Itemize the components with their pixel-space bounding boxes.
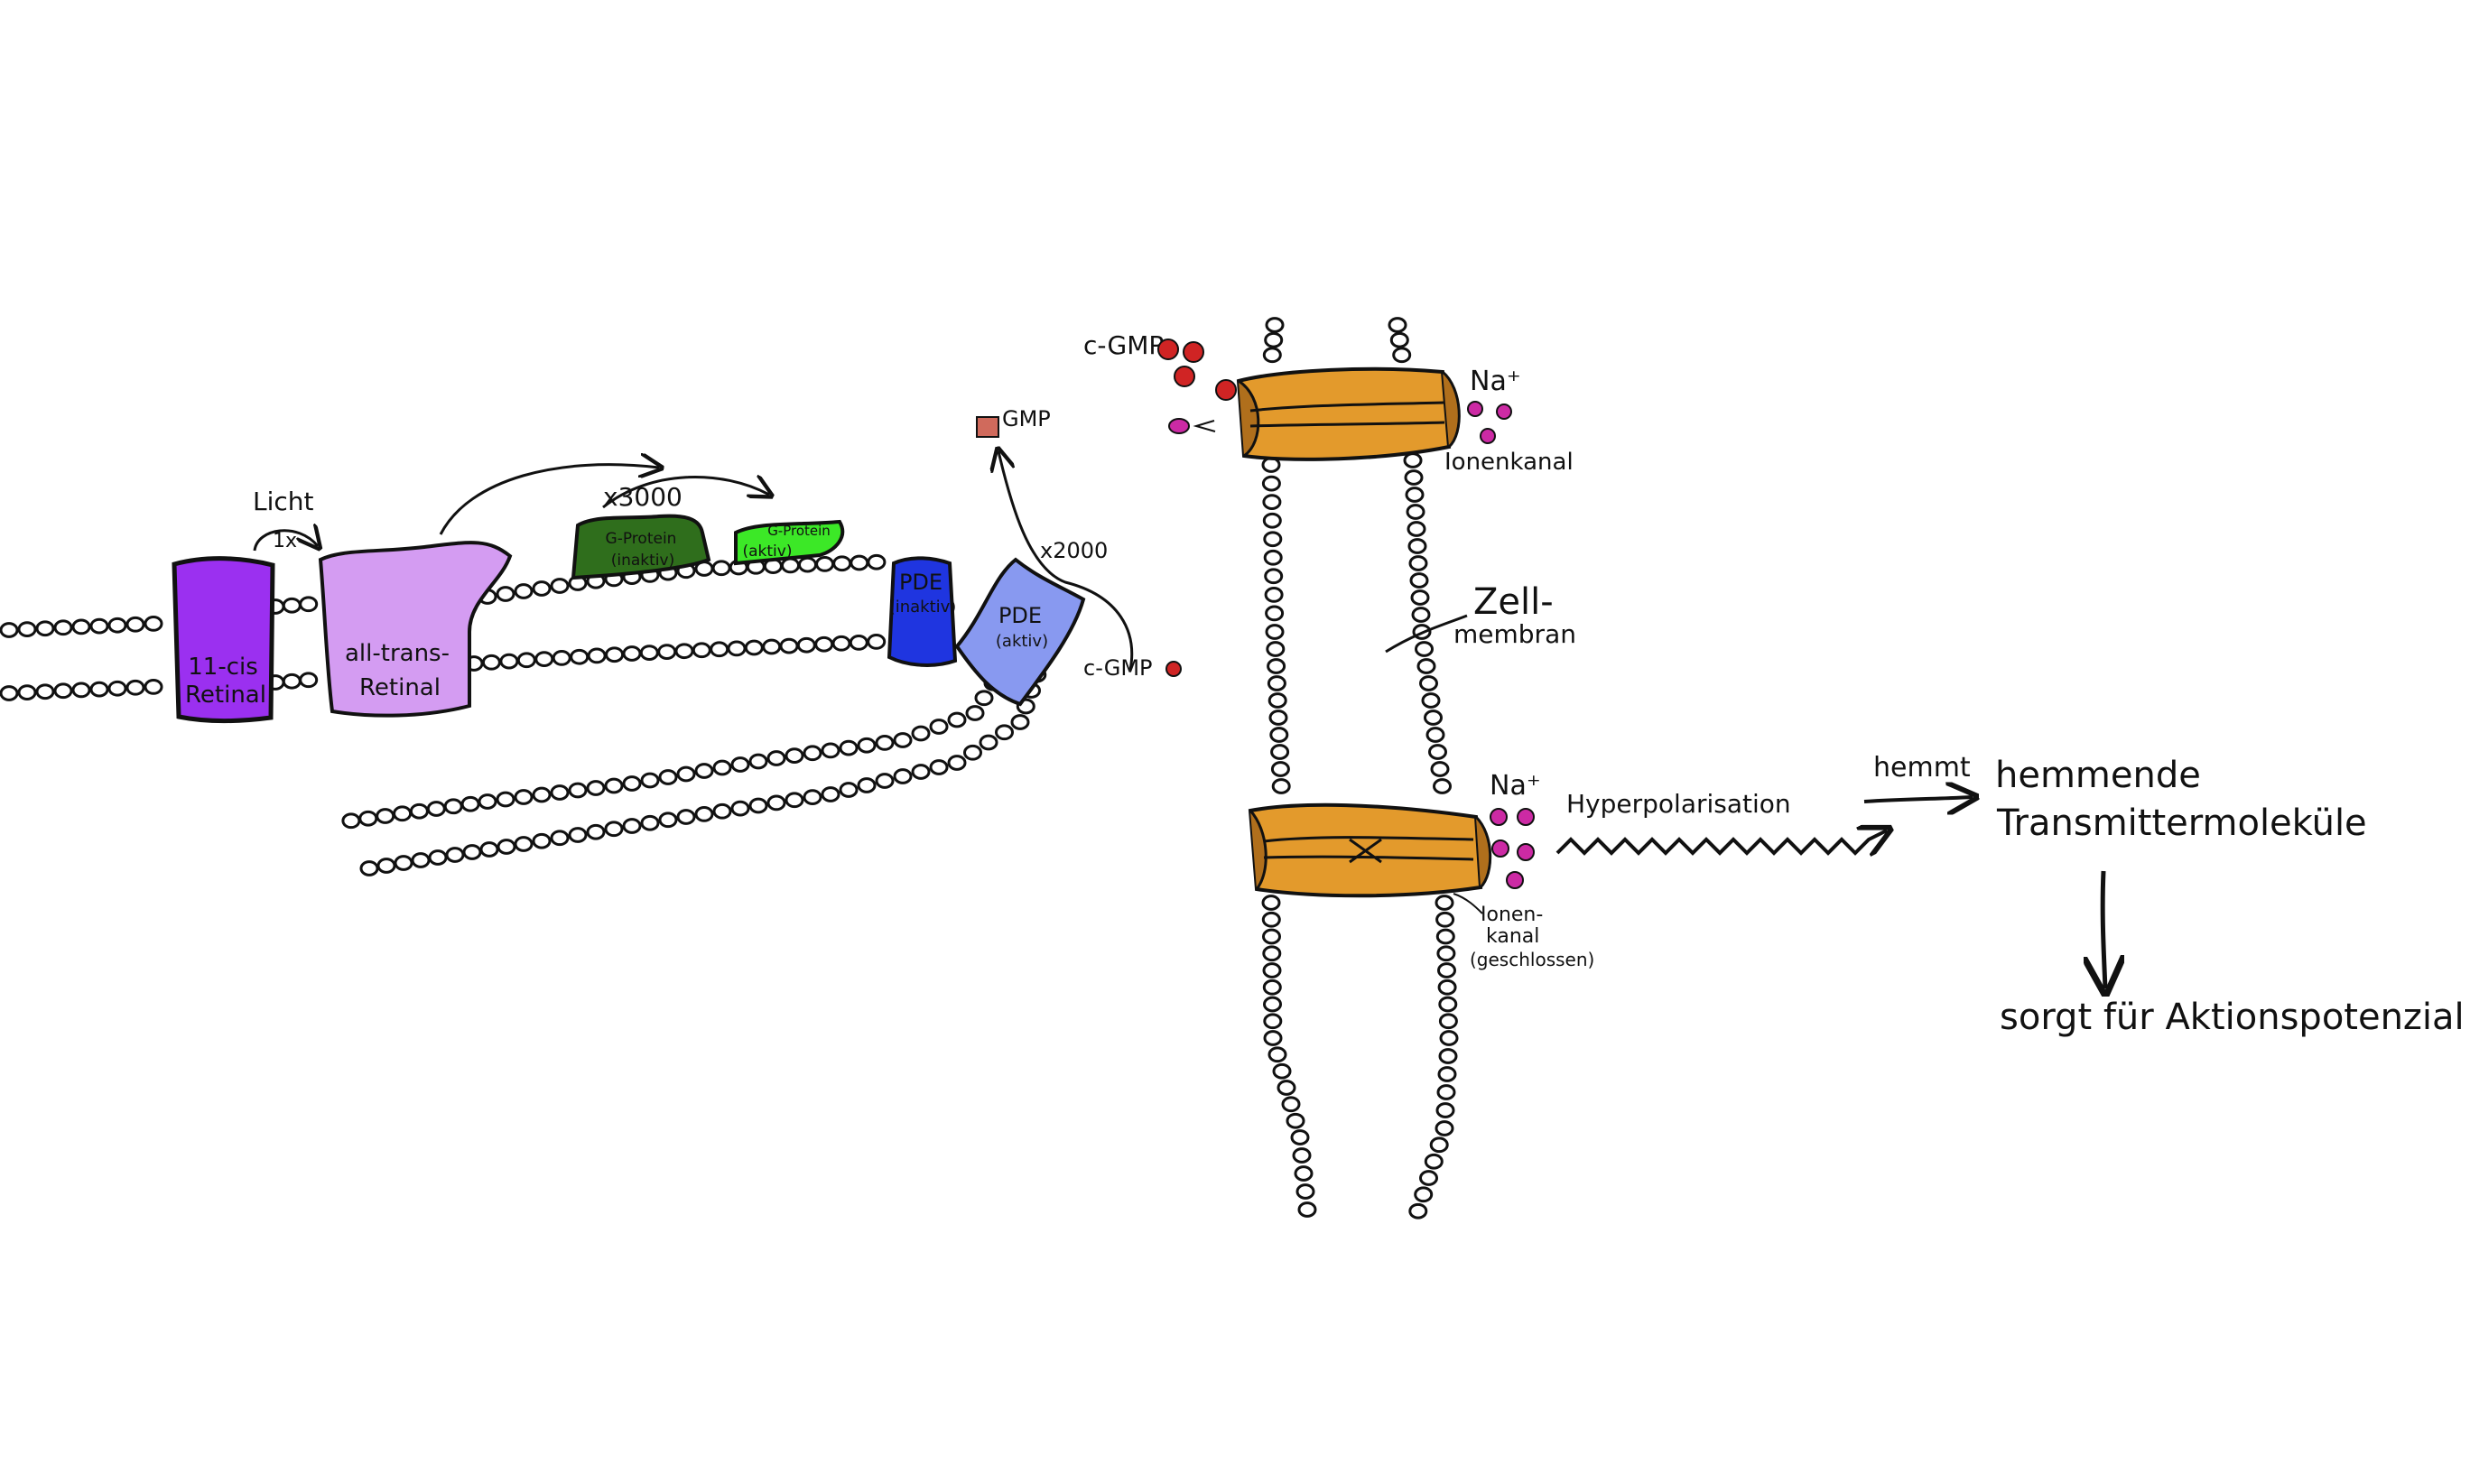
cgmp-top-label: c-GMP bbox=[1083, 330, 1164, 360]
ionenkanal-bottom-label-1: Ionen- bbox=[1481, 904, 1543, 926]
transmitter-label-1: hemmende bbox=[1995, 755, 2201, 796]
na-bottom-label: Na⁺ bbox=[1490, 770, 1541, 802]
retinal-alltrans-label-2: Retinal bbox=[359, 674, 441, 701]
times-2000-label: x2000 bbox=[1040, 538, 1108, 563]
g-protein-inactive-label-1: G-Protein bbox=[606, 530, 677, 548]
cell-membrane-right-top bbox=[1389, 319, 1410, 362]
cgmp-top-dot-3 bbox=[1175, 366, 1194, 386]
retinal-alltrans-label-1: all-trans- bbox=[345, 640, 450, 667]
cgmp-top-dot-4 bbox=[1216, 380, 1236, 400]
zellmembran-label-1: Zell- bbox=[1473, 581, 1554, 623]
signal-cascade: Hyperpolarisation hemmt hemmende Transmi… bbox=[1557, 752, 2465, 1038]
retinal-11cis-label-2: Retinal bbox=[185, 682, 266, 709]
cgmp-bottom-label: c-GMP bbox=[1083, 655, 1153, 681]
membrane-chains bbox=[1, 319, 1457, 1218]
membrane-bottom-left bbox=[1, 681, 162, 700]
na-top-dot-2 bbox=[1497, 404, 1511, 419]
retinal-11cis: 11-cis Retinal bbox=[174, 559, 273, 721]
retinal-11cis-label-1: 11-cis bbox=[188, 654, 258, 681]
licht-label: Licht bbox=[253, 487, 314, 516]
licht-annotation: Licht 1x bbox=[253, 487, 318, 552]
cell-membrane-right-bottom bbox=[1410, 896, 1457, 1218]
aktionspotenzial-label: sorgt für Aktionspotenzial bbox=[2000, 997, 2465, 1038]
membrane-top-mid bbox=[267, 598, 317, 613]
transmitter-to-ap-arrow bbox=[2103, 871, 2105, 988]
membrane-bottom-mid bbox=[267, 673, 317, 689]
cell-membrane-left-mid bbox=[1263, 459, 1289, 793]
cell-membrane-left-bottom bbox=[1263, 896, 1315, 1217]
na-bottom-dot-4 bbox=[1518, 844, 1534, 860]
hemmt-label: hemmt bbox=[1873, 752, 1971, 784]
na-top-label: Na⁺ bbox=[1470, 366, 1521, 397]
pde-inactive-label-1: PDE bbox=[899, 570, 942, 595]
ionenkanal-bottom-label-2: kanal bbox=[1486, 925, 1539, 948]
pde-inactive-label-2: (inaktiv) bbox=[889, 598, 957, 617]
hemmt-arrow bbox=[1864, 797, 1973, 802]
na-bottom-dot-2 bbox=[1518, 809, 1534, 825]
g-protein-active-label-1: G-Protein bbox=[767, 523, 831, 539]
times-1-label: 1x bbox=[273, 530, 297, 552]
ion-channel-closed: Na⁺ Ionen- kanal (geschlossen) bbox=[1250, 770, 1594, 970]
sodium-inflow-arrow bbox=[1196, 421, 1215, 431]
hyperpolarisation-zigzag bbox=[1557, 830, 1887, 853]
sodium-inflow-dot bbox=[1169, 419, 1189, 433]
ionenkanal-bottom-label-3: (geschlossen) bbox=[1470, 949, 1594, 970]
pde-active-label-1: PDE bbox=[998, 603, 1042, 628]
retinal-alltrans: all-trans- Retinal bbox=[320, 543, 510, 716]
na-bottom-dot-3 bbox=[1492, 840, 1509, 857]
times-3000-label: x3000 bbox=[603, 482, 682, 512]
ionenkanal-top-label: Ionenkanal bbox=[1444, 449, 1574, 476]
ion-channel-open: c-GMP Na⁺ Ionenkanal bbox=[1083, 330, 1574, 476]
cell-membrane-left-top bbox=[1264, 319, 1283, 362]
hyperpolarisation-label: Hyperpolarisation bbox=[1566, 789, 1791, 819]
pde-active-label-2: (aktiv) bbox=[996, 632, 1048, 651]
zellmembran-label-2: membran bbox=[1453, 619, 1576, 649]
na-bottom-dot-5 bbox=[1507, 872, 1523, 888]
g-protein-active-label-2: (aktiv) bbox=[743, 543, 793, 561]
na-top-dot-3 bbox=[1481, 429, 1495, 443]
transmitter-label-2: Transmittermoleküle bbox=[1996, 802, 2367, 844]
gmp-label: GMP bbox=[1002, 406, 1051, 431]
cgmp-top-dot-1 bbox=[1158, 339, 1178, 359]
g-protein-inactive-label-2: (inaktiv) bbox=[611, 552, 674, 570]
na-top-dot-1 bbox=[1468, 402, 1482, 416]
gmp-square bbox=[977, 417, 998, 437]
na-bottom-dot-1 bbox=[1490, 809, 1507, 825]
membrane-top-left bbox=[1, 617, 162, 637]
pde-inactive: PDE (inaktiv) bbox=[889, 558, 957, 665]
ionenkanal-bottom-pointer bbox=[1453, 894, 1482, 914]
membrane-bottom-right bbox=[466, 635, 885, 671]
cgmp-bottom-dot bbox=[1166, 662, 1181, 676]
cgmp-top-dot-2 bbox=[1184, 342, 1203, 362]
